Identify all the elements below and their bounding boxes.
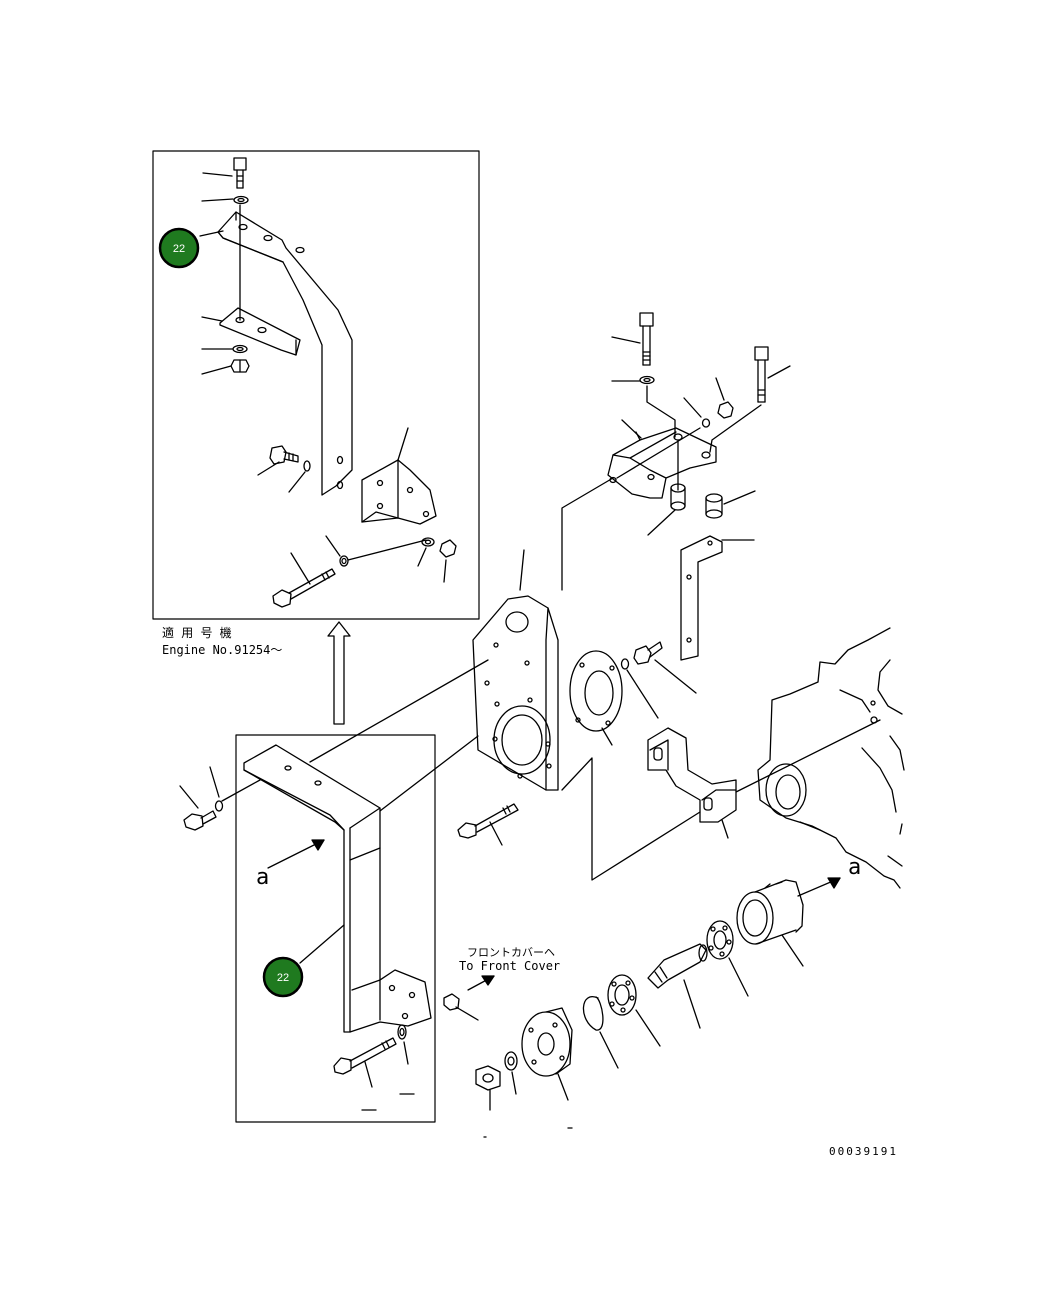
shaft-icon [647,943,708,989]
long-bolt-icon [272,568,336,608]
center-bolt-icon [457,803,519,839]
engine-bracket-icon [607,427,717,499]
part-callout-22-upper[interactable]: 22 [158,227,200,269]
detail-box-upper [152,150,480,620]
to-front-cover-en-label: To Front Cover [459,959,560,973]
spacer-icon [670,483,686,511]
l-bracket-icon [680,535,723,661]
nut-icon [230,359,250,373]
bearing-housing-icon [736,879,804,945]
figure-number: 00039191 [829,1145,898,1158]
washer-icon [233,195,249,205]
angle-bracket-icon [361,459,437,525]
callout-circle [262,956,304,998]
flange-icon [521,1007,573,1077]
view-marker-left: a [256,865,269,890]
mounting-plate-icon [472,595,559,791]
bracket-upper-icon [217,211,353,496]
front-bearing-icon [607,974,637,1016]
part-callout-22-lower[interactable]: 22 [262,956,304,998]
snap-ring-icon [582,996,604,1031]
callout-circle [158,227,200,269]
up-arrow-icon [327,621,351,725]
side-bolt-icon [269,445,299,465]
right-bolt-icon [754,346,769,403]
lower-nut-icon [475,1065,501,1091]
top-bolt-icon [639,312,654,366]
applicable-models-label: 適 用 号 機 [162,625,232,640]
lower-washer-icon [504,1051,518,1071]
pedestal-bracket-icon [647,727,737,823]
bolt-top-icon [233,157,247,189]
bracket-lower-icon [243,744,432,1033]
bearing-icon [706,920,734,960]
lower-bolt-icon [333,1037,397,1075]
engine-number-label: Engine No.91254～ [162,643,282,657]
view-marker-right: a [848,855,861,880]
to-front-cover-jp-label: フロントカバーヘ [467,946,555,959]
gasket-icon [569,650,623,732]
callout-label: 22 [173,243,185,255]
callout-label: 22 [277,972,289,984]
small-bolt-icon [633,641,663,665]
detail-box-lower [235,734,436,1123]
left-bolt-icon [183,810,217,831]
engine-body-icon [757,627,905,889]
spacer-2-icon [705,493,723,519]
clip-plate-icon [219,307,301,356]
